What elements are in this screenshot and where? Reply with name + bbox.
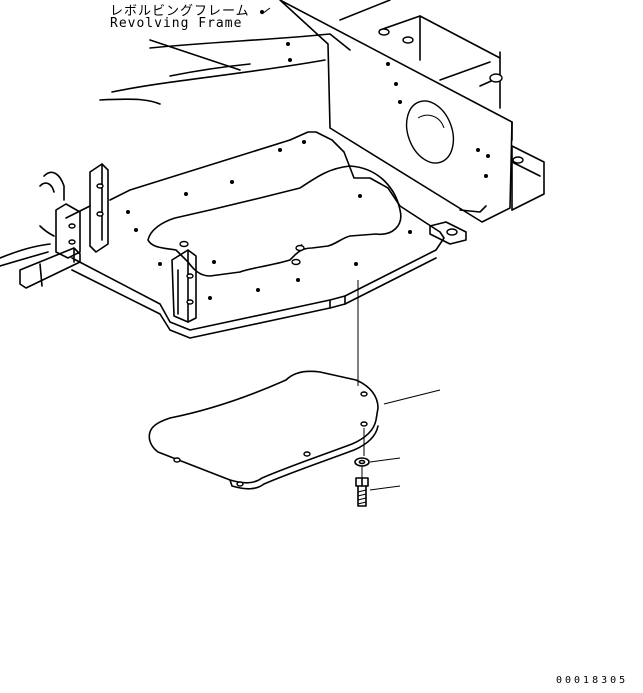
bolt-leader-line <box>369 485 401 491</box>
side-plate-hole <box>405 100 455 164</box>
upper-box <box>339 0 545 211</box>
bottom-plate-cutout <box>147 165 402 277</box>
part-name-jp: レボルビングフレーム <box>110 4 250 19</box>
side-plate <box>279 0 513 223</box>
left-brackets <box>0 163 197 323</box>
bolt <box>355 466 369 507</box>
washer-leader-line <box>369 457 401 463</box>
cover-leader-line <box>383 389 441 405</box>
frame-rails <box>99 33 351 105</box>
washer <box>354 457 370 467</box>
drawing-number: 00018305 <box>556 675 629 686</box>
under-cover <box>148 370 379 490</box>
part-name-en: Revolving Frame <box>110 16 243 31</box>
frame-bolt-holes <box>126 10 490 300</box>
bottom-plate <box>71 131 487 339</box>
